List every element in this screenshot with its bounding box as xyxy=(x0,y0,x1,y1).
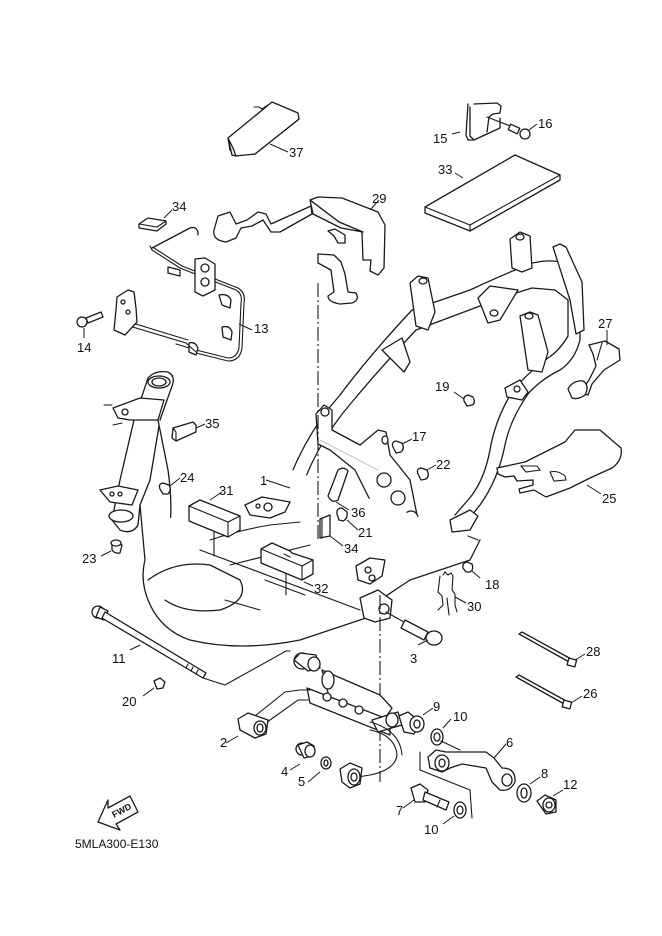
part-4-bushing[interactable] xyxy=(289,741,316,771)
callout-8[interactable]: 8 xyxy=(541,766,548,781)
part-33-pad[interactable] xyxy=(424,154,561,232)
part-1-frame[interactable] xyxy=(99,231,585,647)
part-9-collar[interactable] xyxy=(398,707,434,735)
part-35-pad[interactable] xyxy=(171,421,206,442)
callout-6[interactable]: 6 xyxy=(506,735,513,750)
part-22-nut-clip[interactable] xyxy=(416,464,437,481)
callout-22[interactable]: 22 xyxy=(436,457,450,472)
part-3-bolt[interactable] xyxy=(385,611,443,646)
callout-15[interactable]: 15 xyxy=(433,131,447,146)
part-21-nut-clip[interactable] xyxy=(336,507,359,531)
part-6-link-arm[interactable] xyxy=(419,740,516,819)
callout-24[interactable]: 24 xyxy=(180,470,194,485)
callout-28[interactable]: 28 xyxy=(586,644,600,659)
part-18-nut-clip[interactable] xyxy=(462,561,481,579)
part-26-cable-tie[interactable] xyxy=(515,674,583,710)
callout-19[interactable]: 19 xyxy=(435,379,449,394)
part-32-damper[interactable] xyxy=(260,542,314,587)
part-10-washer-upper[interactable] xyxy=(430,718,452,746)
part-19-nut-clip[interactable] xyxy=(453,391,475,407)
callout-35[interactable]: 35 xyxy=(205,416,219,431)
part-28-cable-tie[interactable] xyxy=(518,631,586,668)
callout-26[interactable]: 26 xyxy=(583,686,597,701)
callout-25[interactable]: 25 xyxy=(602,491,616,506)
callout-37[interactable]: 37 xyxy=(289,145,303,160)
callout-9[interactable]: 9 xyxy=(433,699,440,714)
part-37-damper[interactable] xyxy=(227,101,300,157)
callout-1[interactable]: 1 xyxy=(260,473,267,488)
callout-32[interactable]: 32 xyxy=(314,581,328,596)
part-7-bolt[interactable] xyxy=(402,783,450,811)
callout-18[interactable]: 18 xyxy=(485,577,499,592)
part-15-clip-bracket[interactable] xyxy=(451,102,502,141)
part-34-pad-center[interactable] xyxy=(319,514,344,547)
part-16-screw[interactable] xyxy=(486,116,538,140)
part-29-cover[interactable] xyxy=(213,196,386,305)
callout-33[interactable]: 33 xyxy=(438,162,452,177)
part-13-bracket-wire[interactable] xyxy=(113,226,253,362)
callout-14[interactable]: 14 xyxy=(77,340,91,355)
part-14-bolt[interactable] xyxy=(76,311,104,338)
callout-34-center[interactable]: 34 xyxy=(344,541,358,556)
callout-7[interactable]: 7 xyxy=(396,803,403,818)
drawing-code: 5MLA300-E130 xyxy=(75,837,159,851)
callout-13[interactable]: 13 xyxy=(254,321,268,336)
part-23-cap[interactable] xyxy=(100,539,123,557)
part-12-nut[interactable] xyxy=(536,789,564,815)
callout-23[interactable]: 23 xyxy=(82,551,96,566)
part-20-nut[interactable] xyxy=(142,677,166,697)
callout-27[interactable]: 27 xyxy=(598,316,612,331)
part-34-pad-top[interactable] xyxy=(138,209,173,232)
callout-16[interactable]: 16 xyxy=(538,116,552,131)
part-30-spring-clip[interactable] xyxy=(437,571,467,616)
callout-11[interactable]: 11 xyxy=(112,651,126,666)
callout-17[interactable]: 17 xyxy=(412,429,426,444)
callout-labels: 1 2 3 4 5 6 7 8 9 10 10 11 12 13 14 15 1… xyxy=(77,116,616,837)
callout-20[interactable]: 20 xyxy=(122,694,136,709)
part-24-nut-clip[interactable] xyxy=(158,477,181,495)
part-10-washer-lower[interactable] xyxy=(442,801,467,825)
callout-30[interactable]: 30 xyxy=(467,599,481,614)
fwd-arrow-icon: FWD xyxy=(97,795,139,831)
part-17-nut-clip[interactable] xyxy=(391,438,413,454)
callout-4[interactable]: 4 xyxy=(281,764,288,779)
callout-10-lower[interactable]: 10 xyxy=(424,822,438,837)
part-2-engine-bracket-link[interactable] xyxy=(225,652,403,789)
callout-34-top[interactable]: 34 xyxy=(172,199,186,214)
part-11-engine-mount-bolt[interactable] xyxy=(91,605,291,686)
callout-2[interactable]: 2 xyxy=(220,735,227,750)
callout-10-upper[interactable]: 10 xyxy=(453,709,467,724)
part-25-plate[interactable] xyxy=(496,429,622,498)
part-31-damper[interactable] xyxy=(188,491,241,538)
callout-29[interactable]: 29 xyxy=(372,191,386,206)
callout-3[interactable]: 3 xyxy=(410,651,417,666)
callout-21[interactable]: 21 xyxy=(358,525,372,540)
callout-36[interactable]: 36 xyxy=(351,505,365,520)
callout-12[interactable]: 12 xyxy=(563,777,577,792)
callout-31[interactable]: 31 xyxy=(219,483,233,498)
callout-5[interactable]: 5 xyxy=(298,774,305,789)
part-27-holder[interactable] xyxy=(567,330,621,400)
part-36-damper[interactable] xyxy=(327,467,350,511)
part-5-washer[interactable] xyxy=(307,756,332,783)
part-8-washer[interactable] xyxy=(516,776,541,803)
